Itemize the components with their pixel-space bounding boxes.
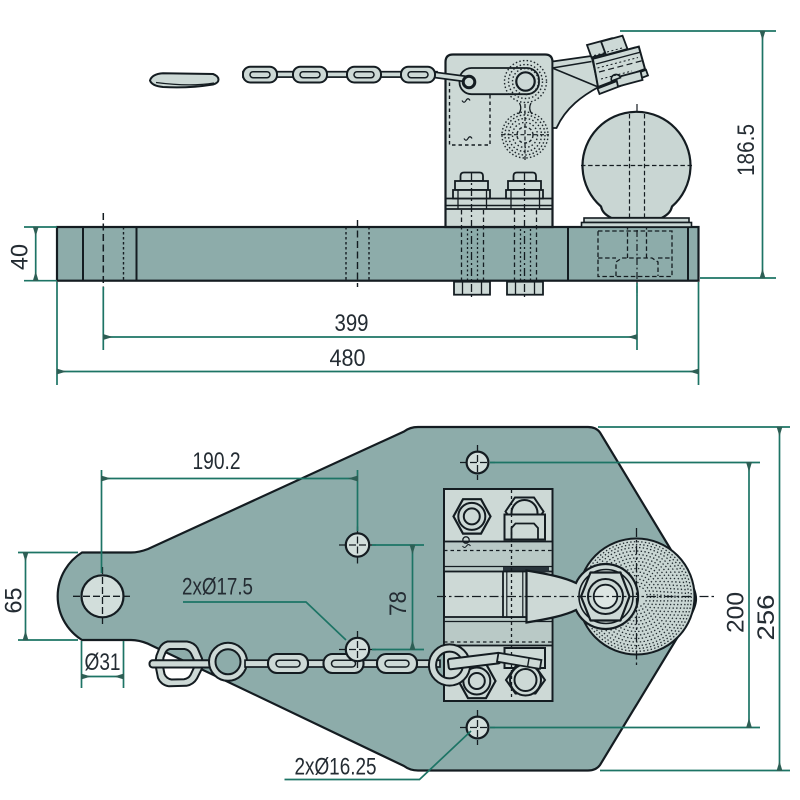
svg-text:65: 65	[1, 588, 28, 614]
svg-text:2xØ16.25: 2xØ16.25	[295, 754, 377, 781]
svg-text:Ø31: Ø31	[85, 649, 121, 676]
svg-text:256: 256	[753, 595, 780, 641]
svg-text:40: 40	[7, 244, 34, 270]
svg-text:200: 200	[723, 592, 750, 633]
svg-text:2xØ17.5: 2xØ17.5	[182, 574, 253, 601]
svg-text:480: 480	[330, 345, 366, 372]
svg-text:190.2: 190.2	[193, 448, 241, 475]
svg-text:78: 78	[385, 591, 412, 616]
svg-text:186.5: 186.5	[733, 124, 760, 176]
svg-text:399: 399	[335, 310, 369, 337]
